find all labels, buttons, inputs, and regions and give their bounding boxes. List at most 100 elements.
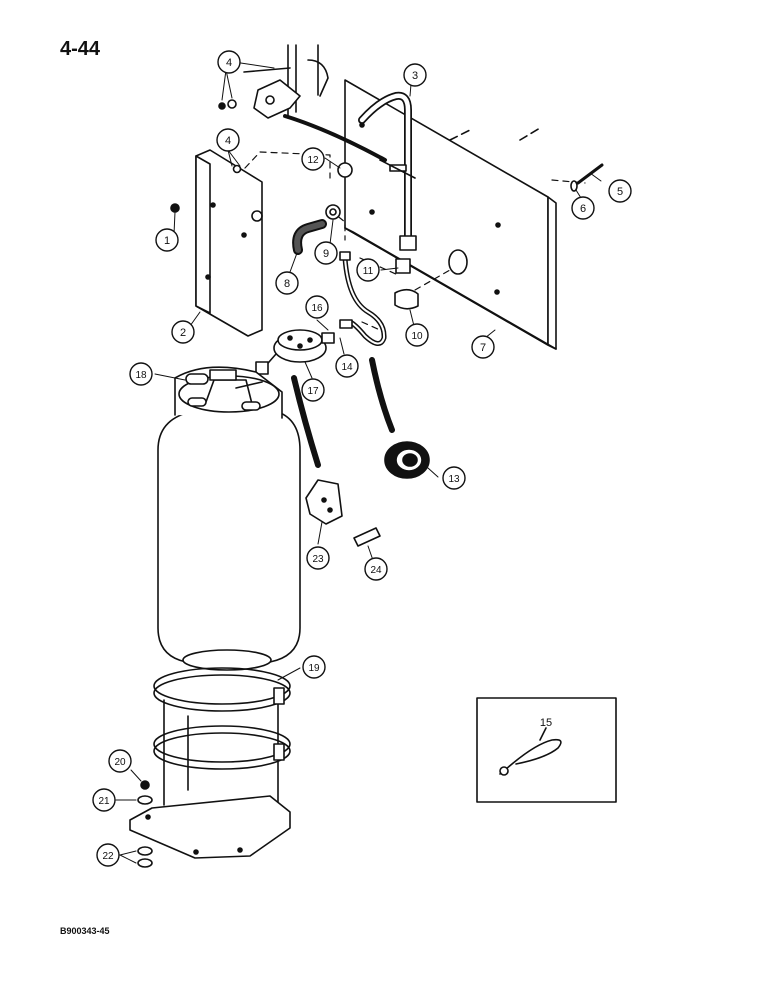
inset-callout-15: 15 (540, 717, 552, 729)
callout-circle (335, 354, 359, 378)
nut (140, 780, 150, 790)
callout-c22: 22 (96, 843, 120, 867)
callout-number: 19 (308, 663, 320, 674)
callout-circle (129, 362, 153, 386)
washer (570, 180, 578, 192)
callout-number: 10 (411, 331, 423, 342)
callout-number: 1 (164, 235, 170, 247)
callout-c18: 18 (129, 362, 153, 386)
callout-circle (217, 50, 241, 74)
callout-c20: 20 (108, 749, 132, 773)
callout-number: 8 (284, 278, 290, 290)
callout-number: 20 (114, 757, 126, 768)
connector (395, 258, 411, 274)
callout-circle (92, 788, 116, 812)
callout-circle (216, 128, 240, 152)
callout-number: 18 (135, 370, 147, 381)
callout-c14: 14 (335, 354, 359, 378)
callout-number: 14 (341, 362, 353, 373)
callout-circle (403, 63, 427, 87)
callout-circle (364, 557, 388, 581)
callout-c12: 12 (301, 147, 325, 171)
mounting-plate (344, 79, 557, 350)
callout-c16: 16 (305, 295, 329, 319)
callout-circle (275, 271, 299, 295)
callout-circle (405, 323, 429, 347)
callout-number: 22 (102, 851, 114, 862)
callout-circle (171, 320, 195, 344)
channel-bracket (195, 149, 263, 337)
callout-c4a: 4 (217, 50, 241, 74)
rubber-grommet (384, 441, 430, 479)
bolt (576, 163, 604, 185)
callout-circle (301, 147, 325, 171)
callout-c1: 1 (155, 228, 179, 252)
callout-number: 5 (617, 186, 623, 198)
callout-number: 12 (307, 155, 319, 166)
inset-box (476, 697, 617, 803)
callout-c3: 3 (403, 63, 427, 87)
callout-circle (301, 378, 325, 402)
callout-c17: 17 (301, 378, 325, 402)
pressure-regulator (255, 329, 395, 468)
callout-c21: 21 (92, 788, 116, 812)
nut (170, 203, 180, 213)
callout-circle (155, 228, 179, 252)
figure-code: B900343-45 (60, 926, 110, 936)
page-number: 4-44 (60, 38, 101, 60)
callout-c8: 8 (275, 271, 299, 295)
callout-c10: 10 (405, 323, 429, 347)
washer (137, 846, 153, 856)
callout-number: 16 (311, 303, 323, 314)
callout-c2: 2 (171, 320, 195, 344)
callout-number: 23 (312, 554, 324, 565)
adapter-fitting (353, 527, 381, 547)
callout-c5: 5 (608, 179, 632, 203)
base-mount-hole (145, 814, 151, 820)
callout-number: 2 (180, 327, 186, 339)
fitting (337, 162, 353, 178)
callout-number: 9 (323, 248, 329, 260)
flexible-hose (339, 251, 387, 346)
callout-c4b: 4 (216, 128, 240, 152)
callout-number: 13 (448, 474, 460, 485)
callout-circle (108, 749, 132, 773)
callout-circle (96, 843, 120, 867)
callout-number: 6 (580, 203, 586, 215)
callout-number: 4 (225, 135, 231, 147)
callout-circle (571, 196, 595, 220)
callout-c13: 13 (442, 466, 466, 490)
washer (137, 858, 153, 868)
fuel-tube (358, 91, 417, 251)
callout-c23: 23 (306, 546, 330, 570)
base-mount-hole (193, 849, 199, 855)
callout-number: 21 (98, 796, 110, 807)
callout-leaders (115, 61, 602, 864)
callout-c6: 6 (571, 196, 595, 220)
callout-circle (608, 179, 632, 203)
upright-post (218, 44, 387, 162)
callout-c7: 7 (471, 335, 495, 359)
callout-number: 3 (412, 70, 418, 82)
elbow-fitting (394, 288, 419, 310)
callout-circle (314, 241, 338, 265)
callout-circle (306, 546, 330, 570)
callout-circle (442, 466, 466, 490)
rubber-elbow-shade (294, 221, 325, 253)
callout-number: 7 (480, 342, 486, 354)
grommet-hole (329, 208, 337, 216)
tank-mounting-bands (153, 667, 291, 806)
washer (137, 795, 153, 805)
callout-c19: 19 (302, 655, 326, 679)
callout-c11: 11 (356, 258, 380, 282)
callout-circle (305, 295, 329, 319)
callout-number: 17 (307, 386, 319, 397)
callout-c9: 9 (314, 241, 338, 265)
callout-c24: 24 (364, 557, 388, 581)
regulator-assembly (305, 479, 343, 525)
callout-number: 4 (226, 57, 232, 69)
tank-base-plate (129, 795, 291, 859)
callout-number: 24 (370, 565, 382, 576)
